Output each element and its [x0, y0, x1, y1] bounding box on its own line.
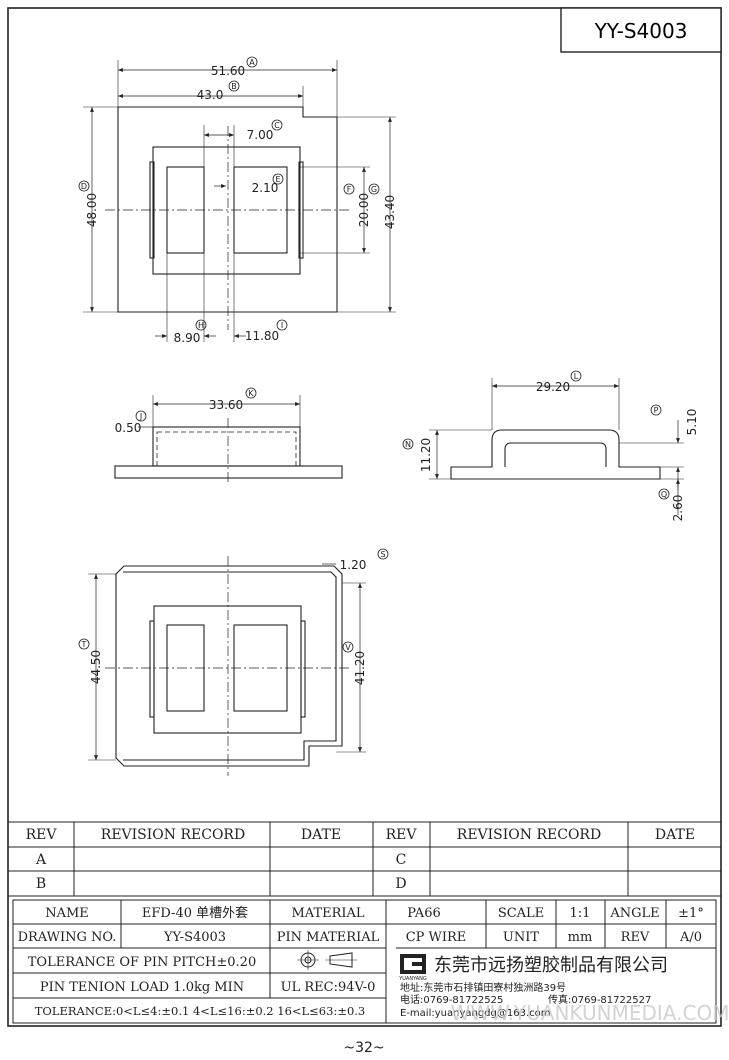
projection-symbol-icon	[297, 950, 357, 970]
dim-p-value: 5.10	[685, 409, 699, 436]
dim-q-tag: Q	[661, 490, 667, 499]
rev-c: C	[396, 852, 407, 868]
dim-b-tag: B	[231, 82, 237, 91]
name-value: EFD-40 单槽外套	[142, 905, 248, 921]
dim-h-tag: H	[198, 321, 204, 330]
rev-d: D	[395, 876, 406, 892]
company-logo-icon: YUANYANG	[398, 954, 427, 982]
dim-a-tag: A	[249, 58, 255, 67]
dim-q-value: 2.60	[671, 495, 685, 522]
dim-n-tag: N	[405, 440, 411, 449]
dim-t-tag: T	[81, 640, 87, 649]
unit-label: UNIT	[503, 930, 539, 945]
pin-material-value: CP WIRE	[406, 930, 467, 945]
dim-v-tag: V	[345, 643, 351, 652]
tolerance: TOLERANCE:0<L≤4:±0.1 4<L≤16:±0.2 16<L≤63…	[35, 1004, 366, 1018]
revision-record-header-2: REVISION RECORD	[457, 827, 601, 843]
pin-material-label: PIN MATERIAL	[277, 930, 380, 945]
pin-pitch-tolerance: TOLERANCE OF PIN PITCH±0.20	[28, 955, 256, 970]
dim-d-value: 48.00	[85, 193, 99, 227]
material-label: MATERIAL	[291, 906, 364, 921]
revision-record-header-1: REVISION RECORD	[101, 827, 245, 843]
title-block	[12, 899, 717, 1024]
company-phone: 电话:0769-81722525	[400, 993, 503, 1006]
dim-i-tag: I	[281, 321, 283, 330]
top-view	[83, 60, 396, 342]
side-view	[429, 378, 684, 515]
dim-a-value: 51.60	[211, 64, 245, 78]
dim-l-tag: L	[574, 372, 579, 381]
title-block-text: NAME EFD-40 单槽外套 MATERIAL PA66 SCALE 1:1…	[18, 905, 704, 1018]
dim-k-tag: K	[248, 389, 254, 398]
angle-value: ±1°	[678, 906, 704, 921]
scale-label: SCALE	[498, 906, 544, 921]
dim-v-value: 41.20	[353, 651, 367, 685]
company-name: 东莞市远扬塑胶制品有限公司	[434, 955, 668, 976]
drawing-no-value: YY-S4003	[163, 930, 226, 945]
revision-table	[7, 821, 722, 897]
top-view-labels: 51.60 A 43.0 B 7.00 C 2.10 E 48.00 D 20.…	[78, 56, 397, 345]
scale-value: 1:1	[570, 906, 591, 921]
dim-t-value: 44.50	[89, 650, 103, 684]
watermark: WWW.YUANKUNMEDIA.COM	[451, 1001, 729, 1025]
rev-header-2: REV	[386, 827, 418, 843]
side-view-labels: 29.20 L 11.20 N 5.10 P 2.60 Q	[402, 370, 699, 522]
bottom-view-labels: 1.20 S 44.50 T 41.20 V	[78, 548, 389, 685]
pin-tension-load: PIN TENION LOAD 1.0kg MIN	[40, 980, 244, 995]
rev-value: A/0	[679, 930, 702, 945]
unit-value: mm	[568, 930, 593, 945]
drawing-no-label: DRAWING NO.	[18, 930, 117, 945]
dim-l-value: 29.20	[536, 380, 570, 394]
dim-h-value: 8.90	[174, 331, 201, 345]
page-number: ~32~	[343, 1040, 384, 1056]
dim-j-tag: J	[139, 412, 142, 421]
company-info: 东莞市远扬塑胶制品有限公司 地址:东莞市石排镇田寮村独洲路39号 电话:0769…	[400, 955, 668, 1019]
front-view-labels: 33.60 K 0.50 J	[115, 387, 257, 435]
dim-d-tag: D	[81, 182, 87, 191]
revision-table-text: REV REVISION RECORD DATE REV REVISION RE…	[26, 827, 696, 892]
dim-s-tag: S	[380, 550, 385, 559]
dim-g-tag: G	[371, 185, 377, 194]
logo-text: YUANYANG	[398, 976, 427, 982]
dim-k-value: 33.60	[209, 398, 243, 412]
date-header-1: DATE	[301, 827, 341, 843]
dim-g-value: 43.40	[383, 195, 397, 229]
dim-e-value: 2.10	[252, 181, 279, 195]
dim-b-value: 43.0	[197, 88, 224, 102]
dim-n-value: 11.20	[419, 438, 433, 472]
ul-rec: UL REC:94V-0	[281, 980, 376, 995]
angle-label: ANGLE	[609, 906, 659, 921]
dim-p-tag: P	[654, 406, 659, 415]
dim-f-tag: F	[347, 185, 352, 194]
sheet-border	[7, 7, 722, 1027]
part-number-box: YY-S4003	[560, 7, 722, 53]
front-view	[114, 395, 343, 485]
dim-s-value: 1.20	[340, 558, 367, 572]
dim-i-value: 11.80	[245, 329, 279, 343]
company-fax: 传真:0769-81722527	[548, 993, 651, 1006]
dim-j-value: 0.50	[115, 421, 142, 435]
rev-label: REV	[621, 930, 650, 945]
bottom-view	[88, 556, 366, 776]
rev-b: B	[36, 876, 46, 892]
rev-header-1: REV	[26, 827, 58, 843]
company-address: 地址:东莞市石排镇田寮村独洲路39号	[400, 981, 566, 994]
dim-f-value: 20.00	[357, 193, 371, 227]
material-value: PA66	[407, 906, 440, 921]
name-label: NAME	[45, 906, 89, 921]
company-email: E-mail:yuanyangdg@163.com	[400, 1008, 551, 1019]
part-number: YY-S4003	[594, 19, 688, 43]
date-header-2: DATE	[655, 827, 695, 843]
dim-c-tag: C	[274, 121, 280, 130]
rev-a: A	[35, 852, 47, 868]
dim-e-tag: E	[275, 175, 280, 184]
dim-c-value: 7.00	[247, 128, 274, 142]
